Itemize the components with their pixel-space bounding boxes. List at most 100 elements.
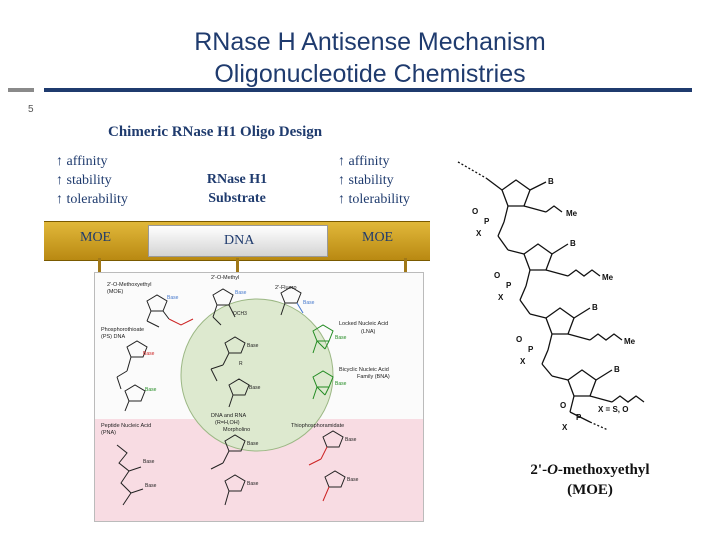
- ps-label-2: (PS) DNA: [101, 334, 125, 340]
- wing-left-label: MOE: [80, 230, 112, 245]
- caption-suffix: -methoxyethyl: [557, 462, 650, 478]
- ome-base-label: Base: [235, 290, 247, 296]
- base-2-label: B: [570, 239, 576, 248]
- thio-base-label-2: Base: [347, 477, 359, 483]
- gap-label: DNA: [224, 233, 255, 248]
- bar-stem-mid: [236, 258, 239, 272]
- ome-structure: [212, 288, 236, 326]
- bar-stem-right: [404, 258, 407, 272]
- ps-label-1: Phosphorothioate: [101, 327, 144, 333]
- title-line-2: Oligonucleotide Chemistries: [214, 60, 526, 88]
- fluoro-base-label: Base: [303, 300, 315, 306]
- morph-base-label-2: Base: [247, 481, 259, 487]
- pna-label-2: (PNA): [101, 430, 116, 436]
- sugar-2: [523, 243, 553, 271]
- pna-structure: [116, 444, 144, 506]
- x-4-label: X: [562, 423, 568, 432]
- x-3-label: X: [520, 357, 526, 366]
- moe-label: 2'-O-Methoxyethyl: [107, 282, 151, 288]
- och3-label: OCH3: [233, 311, 247, 317]
- substrate-line-2: Substrate: [208, 191, 266, 206]
- p-4-label: P: [576, 413, 582, 422]
- lna-label-2: (LNA): [361, 329, 376, 335]
- ome-label: 2'-O-Methyl: [211, 275, 239, 281]
- right-prop-affinity: ↑ affinity: [338, 154, 390, 169]
- green-circle: [180, 298, 334, 452]
- p-1-label: P: [484, 217, 490, 226]
- o-3-label: O: [516, 335, 522, 344]
- dna-gap-segment: [148, 225, 328, 257]
- dna-base-label-2: Base: [249, 385, 261, 391]
- morpholino-structure: [210, 434, 246, 506]
- bna-base-label: Base: [335, 381, 347, 387]
- ps-base-label-2: Base: [145, 387, 157, 393]
- caption-prefix: 2'-: [530, 462, 548, 478]
- title-rule-accent: [8, 88, 34, 92]
- right-prop-stability: ↑ stability: [338, 173, 394, 188]
- ps-base-label: Base: [143, 351, 155, 357]
- lna-label-1: Locked Nucleic Acid: [339, 321, 388, 327]
- fluoro-label: 2'-Fluoro: [275, 285, 297, 291]
- base-4-label: B: [614, 365, 620, 374]
- thiophos-structure: [308, 430, 346, 502]
- thio-base-label: Base: [345, 437, 357, 443]
- sugar-4: [567, 369, 597, 397]
- right-prop-tolerability: ↑ tolerability: [338, 192, 410, 207]
- bar-stem-left: [98, 258, 101, 272]
- x-2-label: X: [498, 293, 504, 302]
- moe-structure: [146, 294, 194, 328]
- left-prop-stability: ↑ stability: [56, 173, 112, 188]
- morph-base-label: Base: [247, 441, 259, 447]
- o-2-label: O: [494, 271, 500, 280]
- left-prop-tolerability: ↑ tolerability: [56, 192, 128, 207]
- p-2-label: P: [506, 281, 512, 290]
- dna-base-label: Base: [247, 343, 259, 349]
- lna-structure: [312, 324, 334, 354]
- left-prop-affinity: ↑ affinity: [56, 154, 108, 169]
- section-heading: Chimeric RNase H1 Oligo Design: [108, 124, 323, 140]
- substrate-label: RNase H1 Substrate: [192, 170, 282, 208]
- o-1-label: O: [472, 207, 478, 216]
- wing-right-label: MOE: [362, 230, 394, 245]
- dna-rna-structure: [210, 336, 250, 408]
- me-1-label: Me: [566, 209, 578, 218]
- sugar-1: [501, 179, 531, 207]
- caption-line-2: (MOE): [567, 482, 613, 498]
- ps-dna-structure: [116, 340, 148, 412]
- caption-line-1: 2'-O-methoxyethyl: [500, 460, 680, 480]
- right-properties: ↑ affinity ↑ stability ↑ tolerability: [338, 152, 410, 209]
- o-4-label: O: [560, 401, 566, 410]
- base-1-label: B: [548, 177, 554, 186]
- p-3-label: P: [528, 345, 534, 354]
- pna-base-label: Base: [143, 459, 155, 465]
- chemistry-diagram: 2'-O-Methoxyethyl (MOE) 2'-O-Methyl 2'-F…: [101, 275, 390, 506]
- pna-label-1: Peptide Nucleic Acid: [101, 423, 151, 429]
- thiophos-label: Thiophosphoramidate: [291, 423, 344, 429]
- me-3-label: Me: [624, 337, 636, 346]
- slide-title: RNase H Antisense Mechanism Oligonucleot…: [150, 26, 590, 90]
- pna-base-label-2: Base: [145, 483, 157, 489]
- bna-label-2: Family (BNA): [357, 374, 390, 380]
- left-properties: ↑ affinity ↑ stability ↑ tolerability: [56, 152, 128, 209]
- base-3-label: B: [592, 303, 598, 312]
- lna-base-label: Base: [335, 335, 347, 341]
- fluoro-structure: [280, 286, 304, 316]
- moe-backbone-structure: B Me B Me B Me B P P P P X X X X O O O O…: [457, 161, 645, 432]
- me-2-label: Me: [602, 273, 614, 282]
- substrate-line-1: RNase H1: [206, 172, 268, 187]
- title-line-1: RNase H Antisense Mechanism: [194, 28, 546, 56]
- x-1-label: X: [476, 229, 482, 238]
- caption-italic-o: O: [547, 462, 558, 478]
- bna-label-1: Bicyclic Nucleic Acid: [339, 367, 389, 373]
- slide-number: 5: [28, 104, 34, 115]
- dna-rna-label-2: (R=H,OH): [215, 420, 240, 426]
- morpholino-label: Morpholino: [223, 427, 250, 433]
- moe-abbr-label: (MOE): [107, 289, 123, 295]
- moe-base-label: Base: [167, 295, 179, 301]
- moe-caption: 2'-O-methoxyethyl (MOE): [500, 460, 680, 500]
- x-definition: X = S, O: [598, 405, 628, 414]
- title-rule: [44, 88, 692, 92]
- chemistry-panel: 2'-O-Methoxyethyl (MOE) 2'-O-Methyl 2'-F…: [94, 272, 424, 522]
- bna-structure: [312, 370, 334, 400]
- dna-r-label: R: [239, 361, 243, 367]
